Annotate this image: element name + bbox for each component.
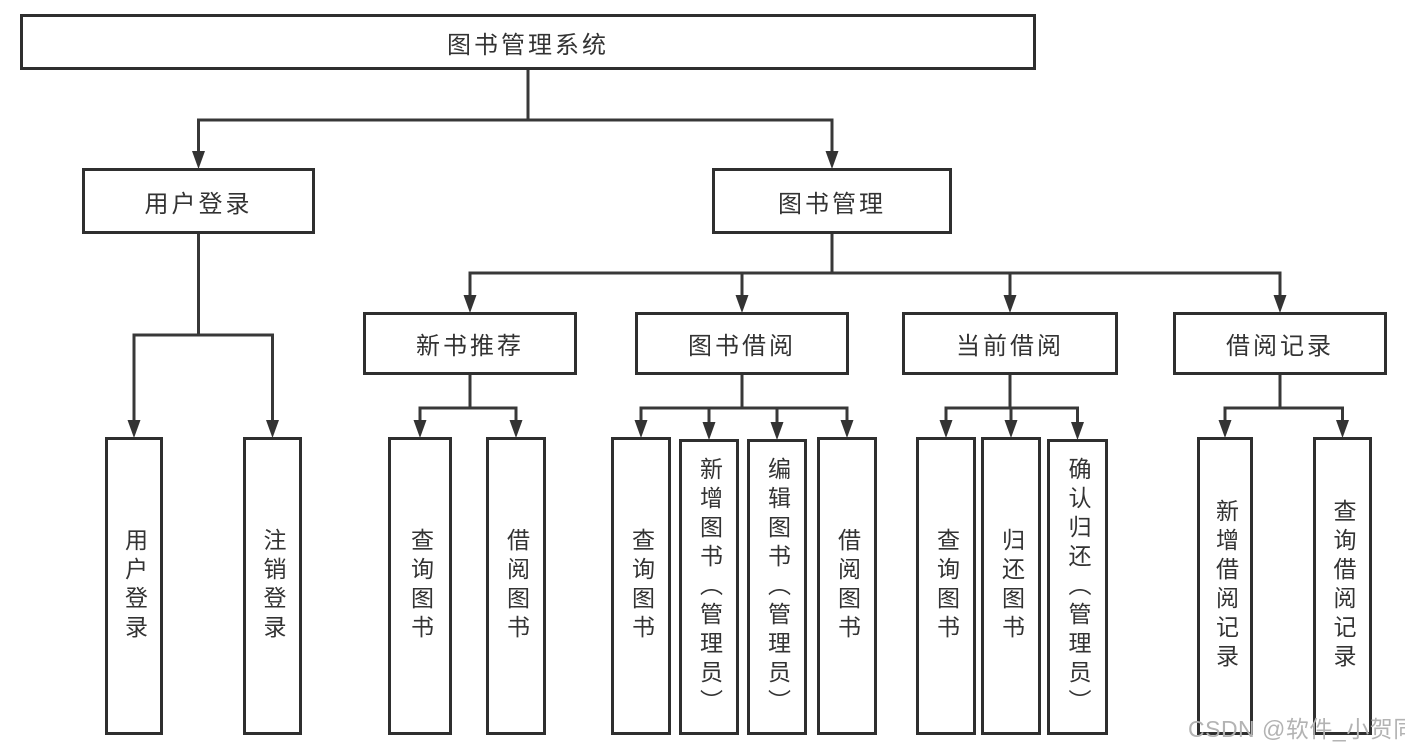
- node-v-borrow-book-2: 借阅图书: [817, 437, 877, 735]
- node-label-root: 图书管理系统: [447, 31, 609, 59]
- node-v-query-book-1: 查询图书: [388, 437, 452, 735]
- node-label-v-query-book-1: 查询图书: [407, 528, 434, 644]
- node-current-borrow: 当前借阅: [902, 312, 1118, 375]
- node-v-query-borrow-record: 查询借阅记录: [1313, 437, 1372, 735]
- node-label-v-return-book: 归还图书: [998, 528, 1025, 644]
- node-label-v-query-book-3: 查询图书: [933, 528, 960, 644]
- watermark: CSDN @软件_小贺同学: [1188, 716, 1405, 742]
- node-new-book-rec: 新书推荐: [363, 312, 577, 375]
- node-label-v-add-borrow-record: 新增借阅记录: [1212, 499, 1239, 673]
- node-v-query-book-3: 查询图书: [916, 437, 976, 735]
- node-label-book-mgmt: 图书管理: [778, 190, 886, 218]
- node-label-v-user-login: 用户登录: [121, 528, 148, 644]
- node-v-confirm-return: 确认归还（管理员）: [1047, 439, 1108, 735]
- node-label-user-login: 用户登录: [144, 190, 253, 218]
- node-user-login: 用户登录: [82, 168, 315, 234]
- node-v-query-book-2: 查询图书: [611, 437, 671, 735]
- node-borrow-records: 借阅记录: [1173, 312, 1387, 375]
- node-label-v-logout: 注销登录: [260, 528, 286, 644]
- node-v-add-borrow-record: 新增借阅记录: [1197, 437, 1253, 735]
- node-root: 图书管理系统: [20, 14, 1036, 70]
- node-label-v-edit-book: 编辑图书（管理员）: [764, 456, 791, 718]
- node-v-edit-book: 编辑图书（管理员）: [747, 439, 807, 735]
- node-v-add-book: 新增图书（管理员）: [679, 439, 739, 735]
- node-v-user-login: 用户登录: [105, 437, 163, 735]
- node-label-v-query-book-2: 查询图书: [628, 528, 655, 644]
- node-v-logout: 注销登录: [243, 437, 302, 735]
- node-label-v-confirm-return: 确认归还（管理员）: [1065, 456, 1091, 718]
- node-label-v-query-borrow-record: 查询借阅记录: [1330, 499, 1356, 673]
- node-v-borrow-book-1: 借阅图书: [486, 437, 546, 735]
- node-label-book-borrow: 图书借阅: [688, 333, 796, 360]
- node-book-borrow: 图书借阅: [635, 312, 849, 375]
- node-label-v-borrow-book-1: 借阅图书: [503, 528, 530, 644]
- node-label-current-borrow: 当前借阅: [956, 333, 1064, 360]
- node-v-return-book: 归还图书: [981, 437, 1041, 735]
- node-label-borrow-records: 借阅记录: [1226, 333, 1334, 360]
- node-book-mgmt: 图书管理: [712, 168, 952, 234]
- node-label-v-borrow-book-2: 借阅图书: [834, 528, 861, 644]
- node-label-v-add-book: 新增图书（管理员）: [696, 456, 723, 718]
- node-label-new-book-rec: 新书推荐: [416, 333, 524, 360]
